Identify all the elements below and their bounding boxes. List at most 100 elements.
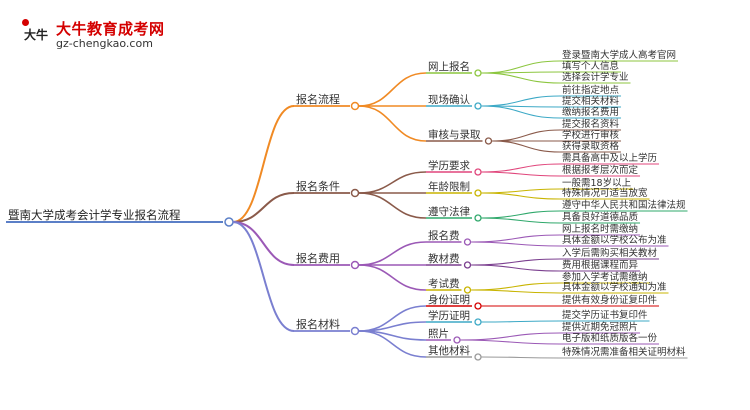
branch-node-dot xyxy=(350,260,360,270)
child-node-dot xyxy=(463,286,472,294)
child-connector xyxy=(358,264,427,291)
leaf-node: 填写个人信息 xyxy=(562,60,619,72)
branch-connector xyxy=(232,221,295,266)
child-node-dot xyxy=(474,102,482,110)
leaf-node: 具体金额以学校公布为准 xyxy=(562,234,667,246)
branch-node-dot xyxy=(350,188,360,198)
branch-node: 报名条件 xyxy=(296,179,340,193)
leaf-node: 需具备高中及以上学历 xyxy=(562,152,657,164)
branch-connector xyxy=(232,221,295,332)
leaf-node: 特殊情况需准备相关证明材料 xyxy=(562,346,686,358)
leaf-connector xyxy=(480,171,561,177)
root-node-dot xyxy=(224,217,234,227)
leaf-connector xyxy=(491,140,561,153)
leaf-node: 入学后需购买相关教材 xyxy=(562,247,658,259)
leaf-connector xyxy=(480,320,561,323)
child-node: 照片 xyxy=(428,327,449,340)
leaf-node: 前往指定地点 xyxy=(562,84,620,96)
leaf-connector xyxy=(470,258,561,266)
child-node: 教材费 xyxy=(428,252,460,265)
leaf-node: 具备良好道德品质 xyxy=(562,211,639,223)
leaf-node: 参加入学考试需缴纳 xyxy=(562,271,648,283)
child-connector xyxy=(358,105,427,142)
leaf-connector xyxy=(480,60,561,74)
leaf-connector xyxy=(491,129,561,142)
leaf-node: 学校进行审核 xyxy=(562,129,620,141)
leaf-node: 缴纳报名费用 xyxy=(562,106,619,118)
leaf-connector xyxy=(480,188,561,194)
branch-node-dot xyxy=(350,326,360,336)
child-node: 其他材料 xyxy=(428,344,470,357)
leaf-node: 遵守中华人民共和国法律法规 xyxy=(562,199,686,211)
child-node-dot xyxy=(474,214,482,222)
child-connector xyxy=(358,171,427,194)
child-node: 学历证明 xyxy=(428,309,470,322)
child-node: 报名费 xyxy=(428,229,460,242)
leaf-node: 提交相关材料 xyxy=(562,95,620,107)
leaf-node: 网上报名时需缴纳 xyxy=(562,223,638,235)
leaf-connector xyxy=(480,72,561,84)
logo-title: 大牛教育成考网 xyxy=(56,20,165,38)
leaf-connector xyxy=(480,163,561,173)
site-logo[interactable]: 大牛 大牛教育成考网 gz-chengkao.com xyxy=(18,16,188,56)
child-node-dot xyxy=(463,261,472,269)
branch-node: 报名流程 xyxy=(296,92,340,106)
leaf-node: 根据报考层次而定 xyxy=(562,164,639,176)
leaf-node: 获得录取资格 xyxy=(562,140,620,152)
child-node-dot xyxy=(474,353,482,361)
leaf-node: 提交学历证书复印件 xyxy=(562,309,648,321)
leaf-connector xyxy=(480,210,561,219)
child-node-dot xyxy=(474,318,482,326)
branch-node-dot xyxy=(350,101,360,111)
leaf-node: 选择会计学专业 xyxy=(562,71,629,83)
leaf-node: 提交报名资料 xyxy=(562,118,620,130)
child-connector xyxy=(358,241,427,266)
child-node-dot xyxy=(474,168,482,176)
leaf-connector xyxy=(480,217,561,224)
leaf-connector xyxy=(459,332,561,341)
child-node: 网上报名 xyxy=(428,60,470,73)
branch-connector xyxy=(232,105,295,223)
leaf-connector xyxy=(480,95,561,107)
leaf-connector xyxy=(470,264,561,272)
logo-url: gz-chengkao.com xyxy=(56,37,153,50)
child-connector xyxy=(358,330,427,358)
leaf-node: 电子版和纸质版各一份 xyxy=(562,332,658,344)
child-node-dot xyxy=(484,137,493,145)
leaf-connector xyxy=(470,282,561,291)
leaf-connector xyxy=(480,356,561,359)
child-node: 现场确认 xyxy=(428,93,470,106)
child-node-dot xyxy=(474,302,482,310)
child-node-dot xyxy=(453,336,461,344)
child-node: 审核与录取 xyxy=(428,128,481,141)
branch-node: 报名费用 xyxy=(296,251,340,265)
leaf-connector xyxy=(470,289,561,294)
leaf-node: 费用根据课程而异 xyxy=(562,259,639,271)
branch-connector xyxy=(232,192,295,223)
child-node: 遵守法律 xyxy=(428,205,470,218)
leaf-connector xyxy=(480,192,561,200)
leaf-connector xyxy=(470,234,561,243)
child-node: 年龄限制 xyxy=(428,180,470,193)
child-node-dot xyxy=(474,189,482,197)
leaf-node: 一般需18岁以上 xyxy=(562,177,632,189)
leaf-node: 具体金额以学校通知为准 xyxy=(562,281,667,293)
leaf-connector xyxy=(459,339,561,345)
logo-mark-icon: 大牛 xyxy=(18,16,50,52)
child-node-dot xyxy=(463,238,472,246)
child-node-dot xyxy=(474,69,482,77)
branch-node: 报名材料 xyxy=(296,317,340,331)
root-node: 暨南大学成考会计学专业报名流程 xyxy=(8,208,181,222)
child-node: 学历要求 xyxy=(428,159,470,172)
child-node: 考试费 xyxy=(428,277,460,290)
leaf-connector xyxy=(470,241,561,247)
leaf-node: 特殊情况可适当放宽 xyxy=(562,187,648,199)
child-connector xyxy=(358,72,427,107)
child-connector xyxy=(358,192,427,219)
leaf-connector xyxy=(480,105,561,119)
leaf-node: 提供近期免冠照片 xyxy=(562,321,638,333)
child-node: 身份证明 xyxy=(428,293,470,306)
leaf-node: 登录暨南大学成人高考官网 xyxy=(562,49,676,61)
leaf-node: 提供有效身份证复印件 xyxy=(562,294,658,306)
